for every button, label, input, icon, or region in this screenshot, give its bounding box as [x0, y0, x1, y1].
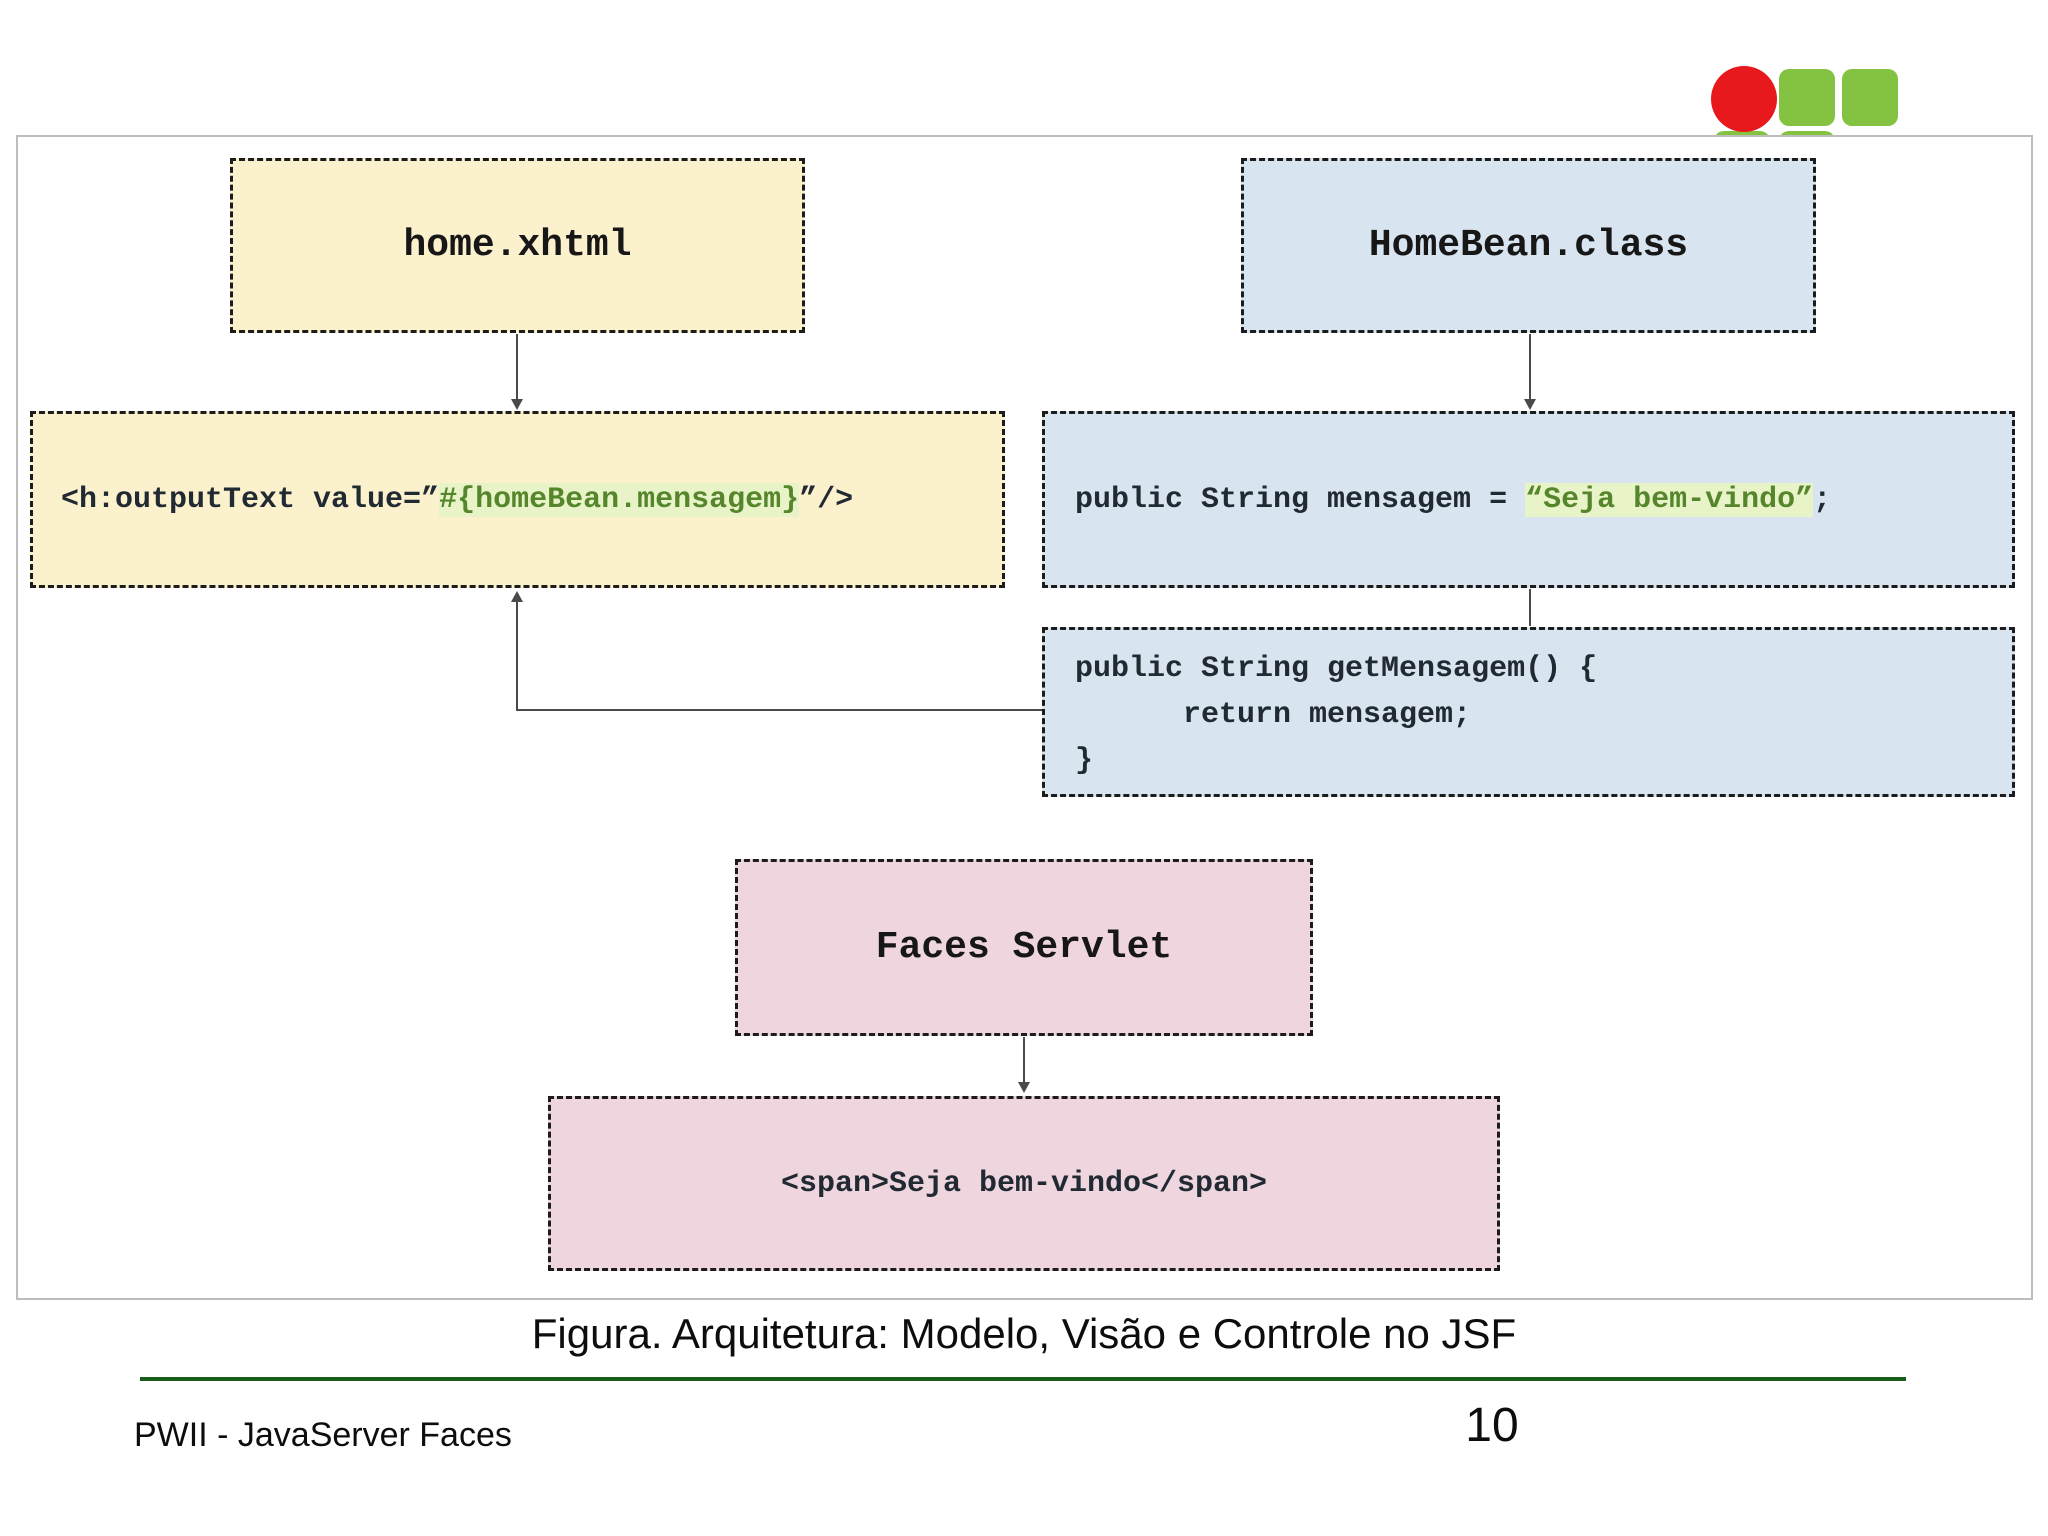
bean-getter-box: public String getMensagem() { return men… [1042, 627, 2015, 797]
federal-institute-logo-icon [1705, 60, 1905, 150]
rendered-output-snippet: <span>Seja bem-vindo</span> [780, 1166, 1268, 1201]
view-file-label: home.xhtml [403, 224, 632, 267]
view-code-prefix: <h:outputText value=” [61, 482, 440, 517]
bean-field-snippet: public String mensagem = “Seja bem-vindo… [1075, 482, 1832, 517]
bean-field-box: public String mensagem = “Seja bem-vindo… [1042, 411, 2015, 588]
view-code-box: <h:outputText value=”#{homeBean.mensagem… [30, 411, 1005, 588]
logo-green-square-icon [1779, 69, 1835, 126]
page-number: 10 [1465, 1399, 1519, 1452]
logo-green-square-icon [1842, 69, 1898, 126]
bean-field-suffix: ; [1813, 482, 1832, 517]
faces-servlet-label: Faces Servlet [875, 926, 1173, 969]
view-file-box: home.xhtml [230, 158, 805, 333]
footer-course-title: PWII - JavaServer Faces [134, 1416, 512, 1454]
view-code-suffix: ”/> [799, 482, 854, 517]
rendered-output-box: <span>Seja bem-vindo</span> [548, 1096, 1500, 1271]
bean-getter-snippet: public String getMensagem() { return men… [1075, 652, 1598, 778]
green-separator-line [140, 1377, 1906, 1381]
el-expression: #{homeBean.mensagem} [439, 482, 800, 517]
string-literal: “Seja bem-vindo” [1525, 482, 1814, 517]
bean-class-box: HomeBean.class [1241, 158, 1816, 333]
logo-red-circle-icon [1711, 66, 1777, 132]
bean-class-label: HomeBean.class [1368, 224, 1689, 267]
view-code-snippet: <h:outputText value=”#{homeBean.mensagem… [61, 482, 854, 517]
figure-caption: Figura. Arquitetura: Modelo, Visão e Con… [531, 1310, 1517, 1357]
faces-servlet-box: Faces Servlet [735, 859, 1313, 1036]
bean-field-prefix: public String mensagem = [1075, 482, 1526, 517]
